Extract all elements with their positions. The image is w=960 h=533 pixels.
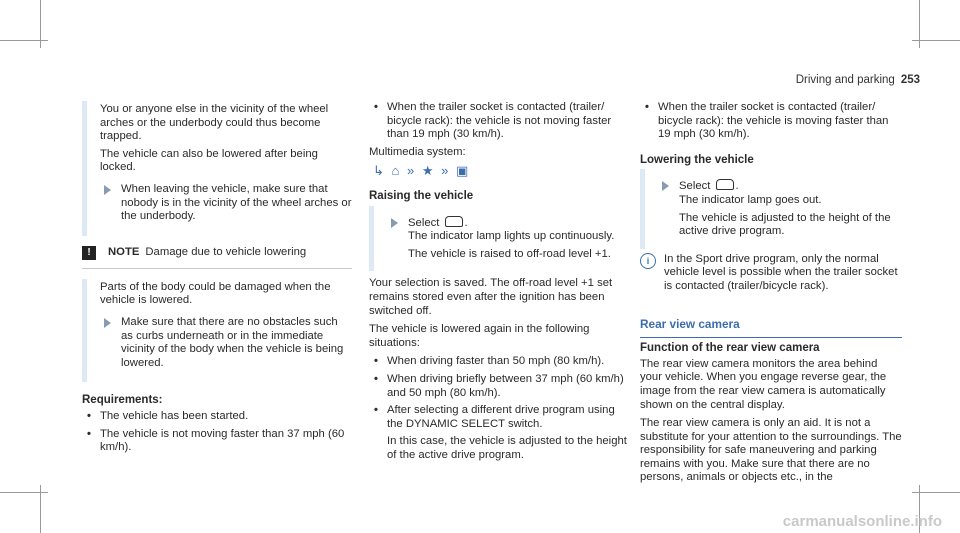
step-arrow-icon xyxy=(662,181,669,192)
step: Make sure that there are no obstacles su… xyxy=(100,316,352,370)
paragraph: Multimedia system: xyxy=(369,145,466,158)
step-text: Select xyxy=(408,216,440,229)
step-arrow-icon xyxy=(391,217,398,228)
list-item-text: The vehicle has been started. xyxy=(100,409,249,422)
info-note: i In the Sport drive program, only the n… xyxy=(640,252,902,294)
paragraph: The vehicle is raised to off-road level … xyxy=(408,247,611,260)
crop-mark xyxy=(40,0,41,48)
note-header: ! NOTE Damage due to vehicle lowering xyxy=(82,245,352,269)
list-item-text: When driving briefly between 37 mph (60 … xyxy=(387,372,624,399)
paragraph: Parts of the body could be damaged when … xyxy=(100,280,331,307)
bullet-icon: • xyxy=(374,101,378,113)
arrow-icon: ↳ xyxy=(373,163,386,179)
exclamation-icon: ! xyxy=(82,245,96,260)
list-item: • When driving briefly between 37 mph (60… xyxy=(369,373,631,400)
step-text: Select xyxy=(679,180,711,193)
paragraph: You or anyone else in the vicinity of th… xyxy=(100,103,329,143)
menu-path: ↳ ⌂ » ★ » ▣ xyxy=(373,164,631,178)
bullet-icon: • xyxy=(87,427,91,440)
paragraph: The vehicle is lowered again in the foll… xyxy=(369,323,590,349)
step-box: Select . The indicator lamp lights up co… xyxy=(369,205,631,272)
note-box: Parts of the body could be damaged when … xyxy=(82,278,352,383)
double-chevron-icon: » xyxy=(441,163,451,179)
home-icon: ⌂ xyxy=(391,163,402,179)
paragraph: The indicator lamp lights up continuousl… xyxy=(408,230,615,243)
list-item-text: After selecting a different drive progra… xyxy=(387,404,615,430)
paragraph: Your selection is saved. The off-road le… xyxy=(369,277,613,317)
bullet-icon: • xyxy=(374,404,378,417)
paragraph: The vehicle can also be lowered after be… xyxy=(100,147,318,174)
star-icon: ★ xyxy=(421,163,436,179)
note-label: NOTE xyxy=(108,245,140,258)
bullet-icon: • xyxy=(374,372,378,385)
page-number: 253 xyxy=(900,74,920,86)
watermark: carmanualsonline.info xyxy=(782,513,942,531)
note-title: Damage due to vehicle lowering xyxy=(145,245,307,258)
list-item: • After selecting a different drive progr… xyxy=(369,404,631,431)
step-arrow-icon xyxy=(104,317,111,328)
bullet-icon: • xyxy=(374,355,378,368)
column-3: • When the trailer socket is contacted (t… xyxy=(640,101,902,490)
bullet-icon: • xyxy=(87,409,91,422)
paragraph: The indicator lamp goes out. xyxy=(679,193,822,206)
list-item: • When the trailer socket is contacted (t… xyxy=(640,101,902,142)
warning-continuation: You or anyone else in the vicinity of th… xyxy=(82,101,352,236)
section-heading: Lowering the vehicle xyxy=(640,153,754,166)
list-item-text: The vehicle is not moving faster than 37… xyxy=(100,427,345,454)
bullet-icon: • xyxy=(645,101,649,113)
column-1: You or anyone else in the vicinity of th… xyxy=(82,101,352,459)
subsection-heading: Function of the rear view camera xyxy=(640,342,820,355)
info-icon: i xyxy=(640,252,656,269)
list-item-text: When driving faster than 50 mph (80 km/h… xyxy=(387,355,605,368)
list-item-text: When the trailer socket is contacted (tr… xyxy=(658,101,889,141)
paragraph: The rear view camera is only an aid. It … xyxy=(640,417,902,484)
list-item-text: When the trailer socket is contacted (tr… xyxy=(387,101,612,141)
section-name: Driving and parking xyxy=(795,74,895,86)
list-item: • The vehicle is not moving faster than 3… xyxy=(82,428,352,455)
paragraph: The vehicle is adjusted to the height of… xyxy=(679,211,891,238)
crop-mark xyxy=(40,485,41,533)
vehicle-raise-icon xyxy=(715,179,734,191)
step-box: Select . The indicator lamp goes out. Th… xyxy=(640,169,902,249)
crop-mark xyxy=(912,492,960,493)
crop-mark xyxy=(919,0,920,48)
crop-mark xyxy=(919,485,920,533)
step-arrow-icon xyxy=(104,184,111,195)
step: Select . xyxy=(387,215,631,231)
crop-mark xyxy=(912,40,960,41)
step-text: Make sure that there are no obstacles su… xyxy=(121,315,344,369)
column-2: • When the trailer socket is contacted (t… xyxy=(369,101,631,466)
crop-mark xyxy=(0,40,48,41)
page-header: Driving and parking 253 xyxy=(796,74,920,88)
paragraph: In this case, the vehicle is adjusted to… xyxy=(387,435,627,461)
step: Select . xyxy=(658,179,902,194)
section-title: Rear view camera xyxy=(640,317,902,339)
vehicle-raise-icon xyxy=(444,215,463,227)
crop-mark xyxy=(0,492,48,493)
requirements-title: Requirements: xyxy=(82,394,163,407)
info-text: In the Sport drive program, only the nor… xyxy=(664,252,898,292)
vehicle-icon: ▣ xyxy=(456,163,471,179)
paragraph: The rear view camera monitors the area b… xyxy=(640,357,887,411)
step-text: When leaving the vehicle, make sure that… xyxy=(121,182,352,223)
list-item: • The vehicle has been started. xyxy=(82,410,352,424)
section-heading: Raising the vehicle xyxy=(369,189,474,202)
double-chevron-icon: » xyxy=(407,163,417,179)
list-item: • When driving faster than 50 mph (80 km/… xyxy=(369,355,631,369)
list-item: • When the trailer socket is contacted (t… xyxy=(369,101,631,142)
step: When leaving the vehicle, make sure that… xyxy=(100,183,352,224)
